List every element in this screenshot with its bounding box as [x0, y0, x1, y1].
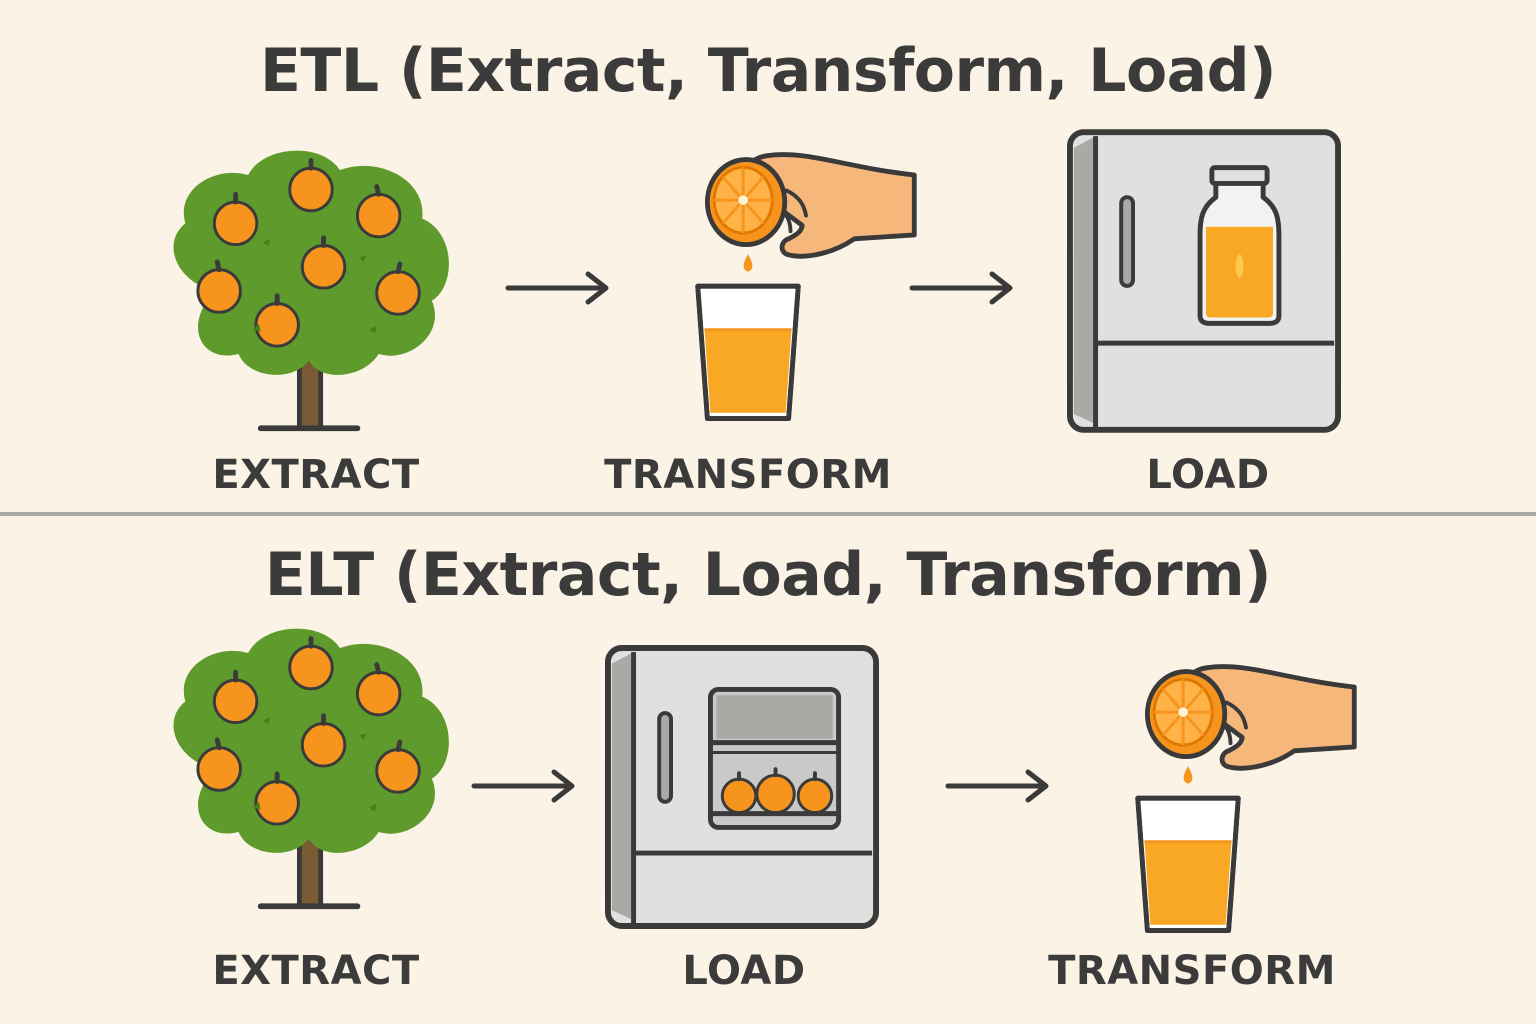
fridge-with-oranges-icon	[604, 644, 880, 930]
etl-step-extract-label: EXTRACT	[212, 452, 420, 498]
elt-section: ELT (Extract, Load, Transform) EXTRACT L…	[0, 516, 1536, 1024]
arrow-right-icon	[944, 766, 1054, 806]
orange-tree-icon	[156, 146, 466, 436]
arrow-right-icon	[908, 268, 1018, 308]
fridge-with-juice-bottle-icon	[1066, 128, 1342, 434]
hand-squeezing-orange-into-glass-icon	[688, 146, 924, 436]
section-divider	[0, 512, 1536, 516]
elt-title: ELT (Extract, Load, Transform)	[264, 540, 1272, 610]
arrow-right-icon	[504, 268, 614, 308]
etl-step-load-label: LOAD	[1146, 452, 1270, 498]
elt-step-transform-label: TRANSFORM	[1048, 948, 1336, 994]
etl-step-transform-label: TRANSFORM	[604, 452, 892, 498]
orange-tree-icon	[156, 624, 466, 914]
elt-step-extract-label: EXTRACT	[212, 948, 420, 994]
arrow-right-icon	[470, 766, 580, 806]
hand-squeezing-orange-into-glass-icon	[1128, 658, 1364, 948]
etl-section: ETL (Extract, Transform, Load) EXTRACT T…	[0, 36, 1536, 498]
etl-title: ETL (Extract, Transform, Load)	[259, 36, 1277, 106]
elt-step-load-label: LOAD	[682, 948, 806, 994]
